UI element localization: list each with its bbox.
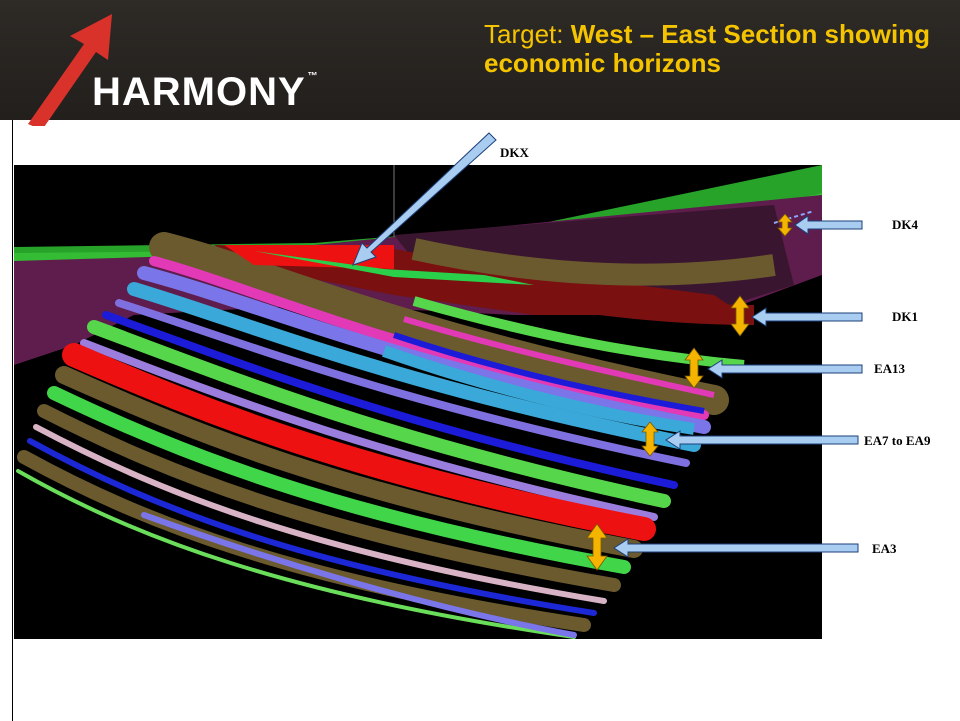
ea13-thickness-icon [684, 347, 704, 389]
geological-section-image [14, 165, 822, 639]
dk1-thickness-icon [730, 295, 750, 337]
label-dkx: DKX [500, 145, 530, 160]
slide-frame-line [12, 120, 13, 721]
ea13-callout-arrow [707, 359, 863, 379]
title-prefix: Target: [484, 19, 571, 49]
dk4-callout-arrow [794, 215, 863, 235]
label-ea13: EA13 [874, 361, 906, 376]
ea3-thickness-icon [586, 523, 608, 571]
title-emphasis: West – East Section showing economic hor… [484, 19, 930, 78]
dkx-callout-arrow [352, 132, 497, 266]
harmony-arrow-logo-icon [28, 14, 112, 126]
label-ea7-ea9: EA7 to EA9 [864, 433, 931, 448]
slide-title: Target: West – East Section showing econ… [484, 20, 954, 78]
ea7-ea9-thickness-icon [641, 421, 659, 457]
label-dk1: DK1 [892, 309, 918, 324]
dk4-thickness-icon [777, 213, 793, 237]
label-ea3: EA3 [872, 541, 897, 556]
dk1-callout-arrow [751, 307, 863, 327]
ea3-callout-arrow [613, 538, 859, 558]
label-dk4: DK4 [892, 217, 919, 232]
ea7-ea9-callout-arrow [665, 430, 859, 450]
